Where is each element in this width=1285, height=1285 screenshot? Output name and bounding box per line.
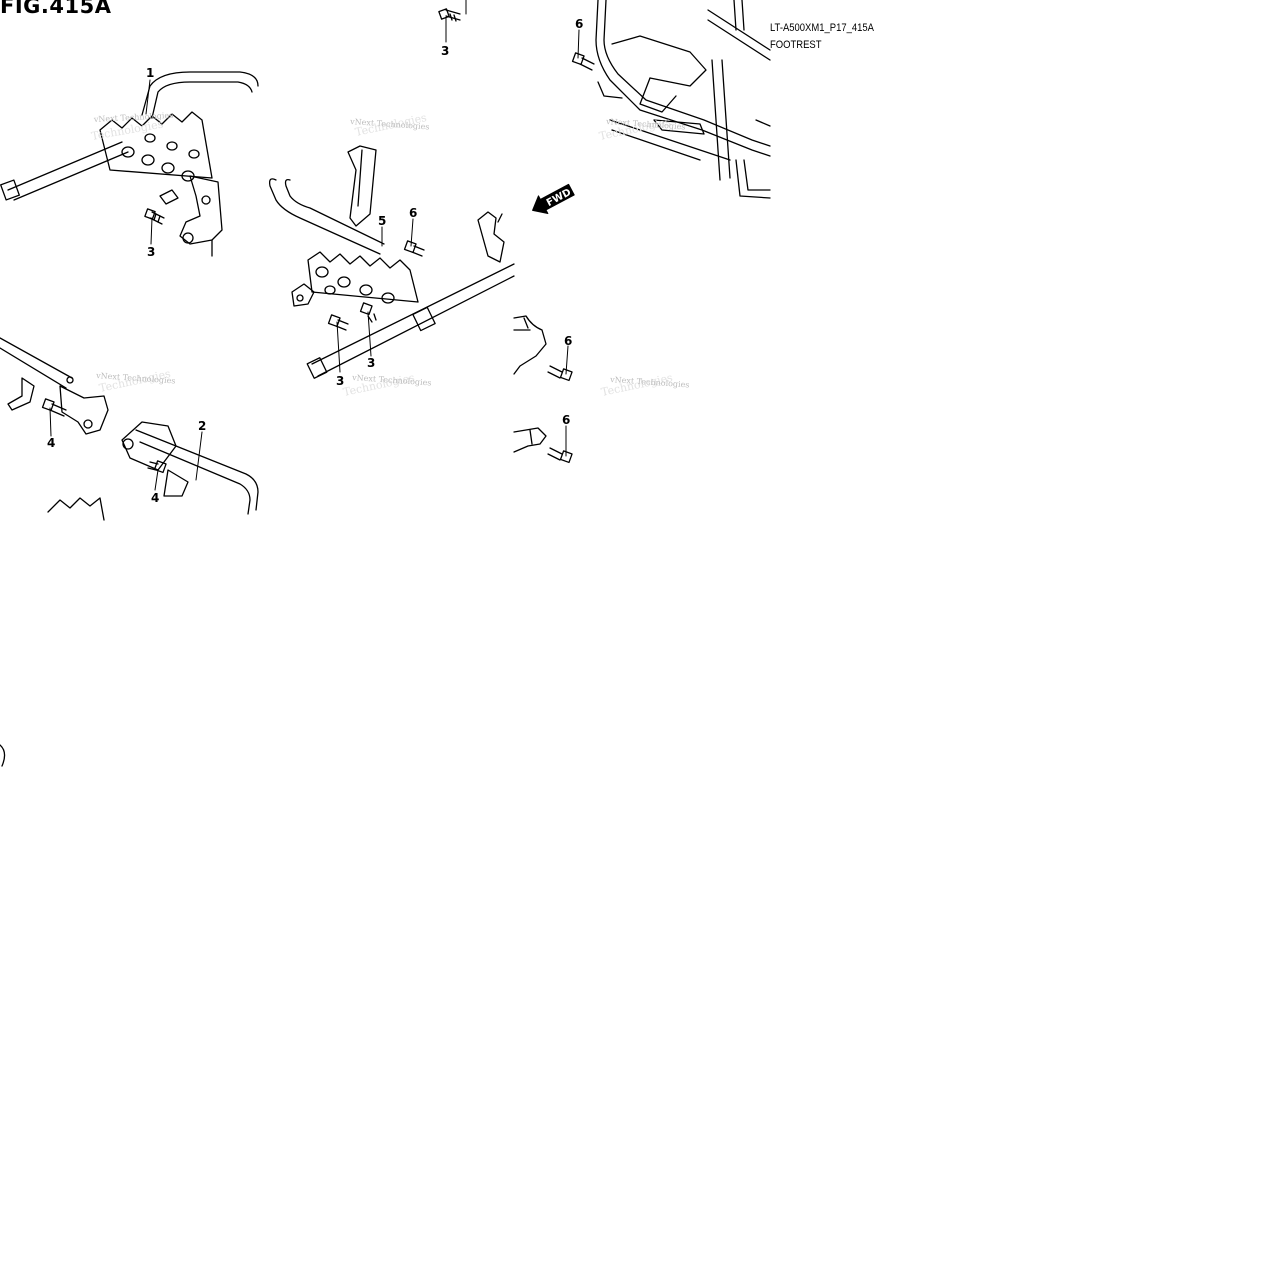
- watermark-text: vNext Technologies: [93, 111, 174, 124]
- callout-1: 1: [146, 66, 154, 80]
- callout-4-lower: 4: [151, 491, 159, 505]
- callout-6-frame: 6: [575, 17, 583, 31]
- bolt-6-center[interactable]: [403, 240, 425, 257]
- callout-3-center-b: 3: [367, 356, 375, 370]
- callout-3-top: 3: [441, 44, 449, 58]
- figure-reference-code: LT-A500XM1_P17_415A: [770, 22, 874, 34]
- figure-title: FIG.415A: [0, 0, 112, 18]
- stray-arc-mark: [0, 744, 6, 767]
- footrest-side-bracket-upper[interactable]: [513, 315, 547, 375]
- bolt-3-top[interactable]: [438, 8, 461, 22]
- watermarks: Technologies vNext Technologies Technolo…: [90, 111, 689, 399]
- footrest-frame-right[interactable]: [595, 0, 771, 199]
- bolt-4-left[interactable]: [41, 398, 67, 417]
- bolt-6-frame[interactable]: [571, 52, 595, 71]
- callout-5: 5: [378, 214, 386, 228]
- figure-caption: FOOTREST: [770, 39, 822, 51]
- callout-4-left: 4: [47, 436, 55, 450]
- callout-6-bracket-upper: 6: [564, 334, 572, 348]
- bolt-3-left[interactable]: [144, 208, 165, 225]
- callout-2: 2: [198, 419, 206, 433]
- footrest-center[interactable]: [268, 145, 515, 379]
- bolt-3-center-a[interactable]: [327, 314, 349, 331]
- leader-lines: [49, 0, 580, 491]
- callout-6-bracket-lower: 6: [562, 413, 570, 427]
- forward-arrow-icon: FWD: [532, 183, 575, 215]
- callout-3-left: 3: [147, 245, 155, 259]
- bolt-4-lower[interactable]: [147, 460, 167, 474]
- callout-3-center-a: 3: [336, 374, 344, 388]
- footrest-bar-left[interactable]: [0, 71, 259, 257]
- footrest-side-bracket-lower[interactable]: [513, 427, 547, 453]
- footrest-bar-lower-left[interactable]: [0, 337, 259, 521]
- bolt-6-bracket-lower[interactable]: [547, 447, 573, 464]
- bolt-6-bracket-upper[interactable]: [547, 365, 573, 382]
- callout-6-center: 6: [409, 206, 417, 220]
